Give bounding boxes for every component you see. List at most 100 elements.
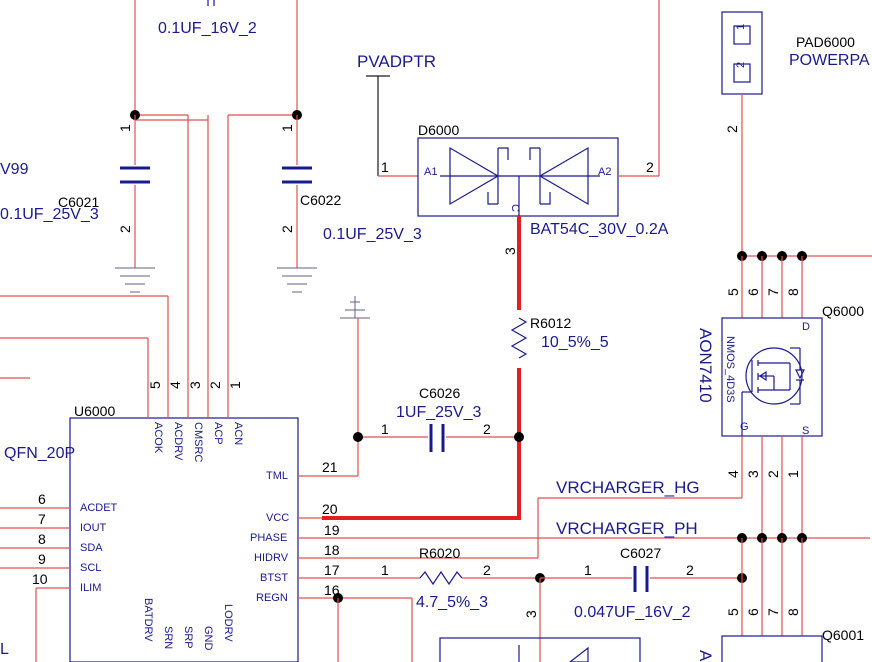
pad-pin2: 2 <box>735 62 747 68</box>
q6000-pin7: 7 <box>765 288 781 296</box>
u6000-gnd: GND <box>202 626 214 651</box>
q6000-g: G <box>740 421 749 433</box>
c6027-value: 0.047UF_16V_2 <box>574 604 691 621</box>
u6000-phase: PHASE <box>250 532 287 544</box>
u6000-ilim: ILIM <box>80 582 101 594</box>
c6021-ref: C6021 <box>58 194 99 210</box>
ground-symbol <box>115 267 155 293</box>
u6000-hidrv: HIDRV <box>254 552 289 564</box>
top-capacitor-fragment: 0.1UF_16V_2 <box>158 0 257 37</box>
q6000-s: S <box>802 425 809 437</box>
c6026-pin2: 2 <box>483 421 491 437</box>
u6000-srn: SRN <box>162 626 174 649</box>
net-label-v99: V99 <box>0 161 29 178</box>
q6001-pin8: 8 <box>785 608 801 616</box>
c6022-pin1: 1 <box>279 124 295 132</box>
u6000-pin3: 3 <box>187 381 203 389</box>
ground-symbol <box>277 267 317 293</box>
d6000-c: C <box>509 204 521 212</box>
u6000-cmsrc: CMSRC <box>192 422 204 462</box>
u6000-pin17: 17 <box>324 562 340 578</box>
top-cap-value: 0.1UF_16V_2 <box>158 20 257 37</box>
capacitor-c6026: C6026 1UF_25V_3 1 2 <box>381 385 491 452</box>
c6021-value: 0.1UF_25V_3 <box>0 206 99 223</box>
mosfet-q6001: Q6001 A <box>696 627 864 662</box>
u6000-acp: ACP <box>212 422 224 445</box>
u6000-acdet: ACDET <box>80 502 118 514</box>
c6022-ref: C6022 <box>300 192 341 208</box>
net-label-ph: VRCHARGER_PH <box>556 519 698 538</box>
pad-pin1: 1 <box>735 24 747 30</box>
u6000-acok: ACOK <box>152 422 164 454</box>
ground-symbol <box>340 296 370 319</box>
u6000-batdrv: BATDRV <box>142 598 154 642</box>
c6027-pin2: 2 <box>686 562 694 578</box>
capacitor-c6022: 1 2 C6022 0.1UF_25V_3 <box>279 115 422 268</box>
u6000-srp: SRP <box>182 626 194 649</box>
net-label-pvadptr: PVADPTR <box>357 52 436 71</box>
ic-u6000: U6000 QFN_20P <box>4 403 299 662</box>
d6000-a1: A1 <box>424 166 437 178</box>
mosfet-q6000: Q6000 AON7410 NMOS_4D3S D G S <box>696 303 864 437</box>
u6000-pin9: 9 <box>38 551 46 567</box>
resistor-r6012: R6012 10_5%_5 <box>510 315 609 359</box>
r6012-ref: R6012 <box>530 315 571 331</box>
lower-pin3: 3 <box>523 610 539 618</box>
q6000-pin1: 1 <box>785 470 801 478</box>
pad-lead-pin: 2 <box>724 125 740 133</box>
u6000-pin7: 7 <box>38 511 46 527</box>
q6000-pin6: 6 <box>745 288 761 296</box>
c6022-pin2: 2 <box>279 225 295 233</box>
junction-dot <box>353 432 363 442</box>
u6000-pin4: 4 <box>167 381 183 389</box>
q6000-pin4: 4 <box>725 470 741 478</box>
resistor-r6020: R6020 4.7_5%_3 1 2 <box>381 545 540 611</box>
pad-ref: PAD6000 <box>796 34 855 50</box>
q6001-part-fragment: A <box>696 650 715 662</box>
u6000-pin6: 6 <box>38 491 46 507</box>
net-label-hg: VRCHARGER_HG <box>556 478 700 497</box>
c6027-pin1: 1 <box>584 562 592 578</box>
u6000-sda: SDA <box>80 542 103 554</box>
r6020-ref: R6020 <box>419 545 460 561</box>
u6000-pin10: 10 <box>32 571 48 587</box>
u6000-bottom-pins: BATDRV SRN SRP GND LODRV <box>142 598 234 651</box>
u6000-pin20: 20 <box>322 501 338 517</box>
u6000-tml: TML <box>266 470 288 482</box>
u6000-pin5: 5 <box>147 381 163 389</box>
c6021-pin1: 1 <box>117 124 133 132</box>
r6020-pin2: 2 <box>483 562 491 578</box>
u6000-top-pins: 5 4 3 2 1 ACOK ACDRV CMSRC ACP ACN <box>147 381 244 462</box>
u6000-right-pins: 21 20 19 18 17 16 TML VCC PHASE HIDRV BT… <box>250 459 870 662</box>
d6000-ref: D6000 <box>418 122 459 138</box>
r6020-value: 4.7_5%_3 <box>416 594 488 611</box>
diode-pin3: 3 <box>502 247 518 255</box>
u6000-pin1: 1 <box>227 381 243 389</box>
r6012-value: 10_5%_5 <box>541 334 609 351</box>
q6001-ref: Q6001 <box>822 627 864 643</box>
net-label-l: L <box>0 641 9 658</box>
diode-d6000: D6000 A1 A2 C 1 2 BAT54C_30V_0.2A <box>381 122 669 238</box>
q6000-pin2: 2 <box>765 470 781 478</box>
u6000-lodrv: LODRV <box>222 604 234 642</box>
q6000-part: AON7410 <box>696 328 715 403</box>
pad-pad6000: 1 2 PAD6000 POWERPA <box>721 11 870 95</box>
u6000-acn: ACN <box>232 422 244 445</box>
u6000-acdrv: ACDRV <box>172 422 184 461</box>
u6000-pin2: 2 <box>207 381 223 389</box>
c6026-pin1: 1 <box>381 421 389 437</box>
d6000-value: BAT54C_30V_0.2A <box>530 221 669 238</box>
u6000-regn: REGN <box>256 592 288 604</box>
q6001-pin5: 5 <box>725 608 741 616</box>
capacitor-c6027: C6027 0.047UF_16V_2 1 2 <box>540 545 742 621</box>
c6026-value: 1UF_25V_3 <box>396 404 481 421</box>
lower-diode-fragment <box>439 637 641 662</box>
q6000-pin8: 8 <box>785 288 801 296</box>
capacitor-c6021: 1 2 C6021 0.1UF_25V_3 <box>0 115 150 268</box>
c6027-ref: C6027 <box>620 545 661 561</box>
junction-dot <box>514 432 524 442</box>
u6000-pin19: 19 <box>324 522 340 538</box>
q6000-pin5: 5 <box>725 288 741 296</box>
d6000-pin2: 2 <box>646 159 654 175</box>
